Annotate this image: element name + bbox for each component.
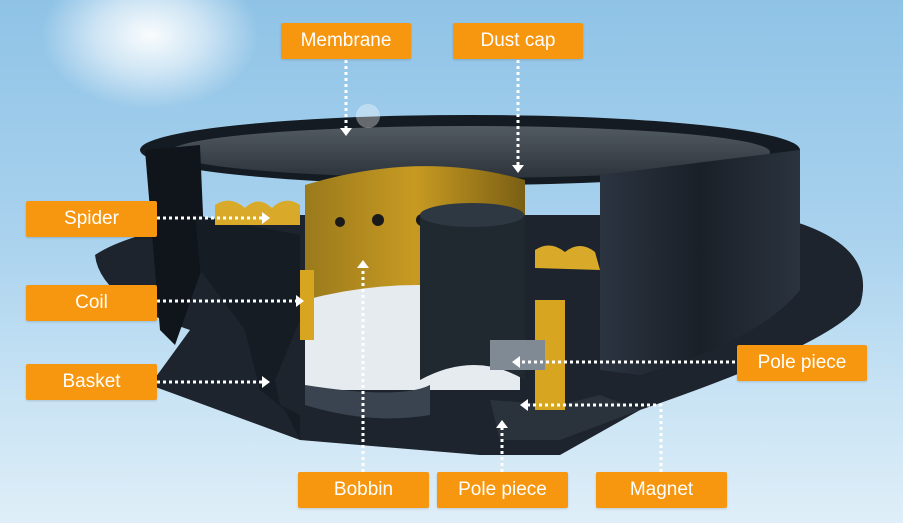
label-membrane: Membrane (281, 23, 411, 59)
coil-left (300, 270, 314, 340)
label-dust-cap: Dust cap (453, 23, 583, 59)
left-cut-wall (145, 145, 205, 345)
pole-top (420, 203, 524, 227)
pole-tube (420, 207, 525, 380)
label-bobbin: Bobbin (298, 472, 429, 508)
arrowhead (357, 260, 369, 268)
arrowhead (340, 128, 352, 136)
arrowhead (262, 376, 270, 388)
arrowhead (512, 165, 524, 173)
bubble (356, 104, 380, 128)
arrowhead (262, 212, 270, 224)
label-basket: Basket (26, 364, 157, 400)
label-coil: Coil (26, 285, 157, 321)
leader-magnet (528, 403, 663, 472)
spider-left (215, 200, 300, 225)
spider-right (535, 245, 600, 270)
bobbin-hole (335, 217, 345, 227)
arrowhead (520, 399, 528, 411)
arrowhead (512, 356, 520, 368)
membrane-surface (170, 126, 770, 178)
label-spider: Spider (26, 201, 157, 237)
label-pole-piece-right: Pole piece (737, 345, 867, 381)
arrowhead (496, 420, 508, 428)
basket-cut (195, 215, 300, 440)
label-magnet: Magnet (596, 472, 727, 508)
arrowhead (296, 295, 304, 307)
bottom-plate (305, 385, 430, 419)
bobbin-hole (372, 214, 384, 226)
outer-wall (600, 150, 800, 375)
label-pole-piece-bottom: Pole piece (437, 472, 568, 508)
